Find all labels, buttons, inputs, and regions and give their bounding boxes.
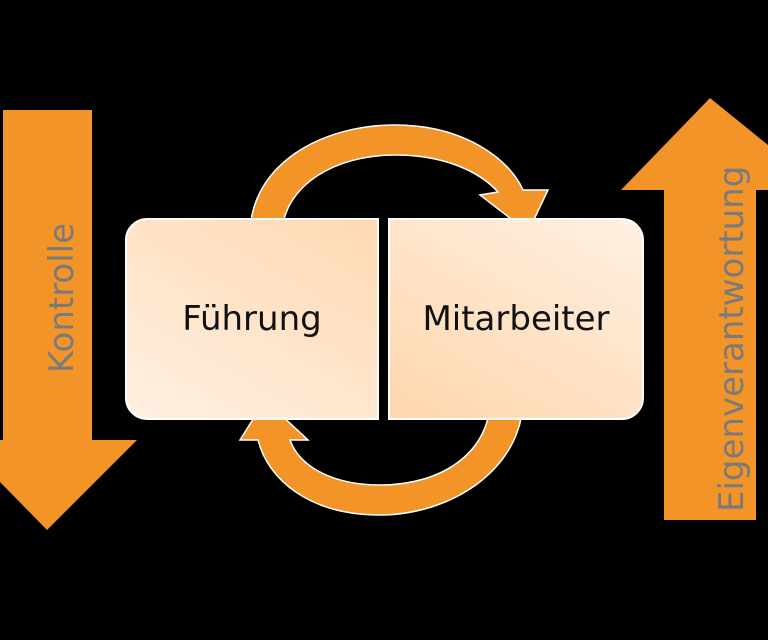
cycle-arrow-bottom-icon [238,398,524,516]
node-label: Mitarbeiter [422,299,610,339]
label-kontrolle: Kontrolle [42,222,82,374]
up-arrow-icon [621,98,768,520]
node-fuehrung: Führung [125,218,379,420]
label-eigenverantwortung: Eigenverantwortung [712,165,752,512]
cycle-arrow-top-icon [249,124,550,234]
node-label: Führung [182,299,322,339]
node-mitarbeiter: Mitarbeiter [388,218,644,420]
down-arrow-icon [0,110,137,530]
